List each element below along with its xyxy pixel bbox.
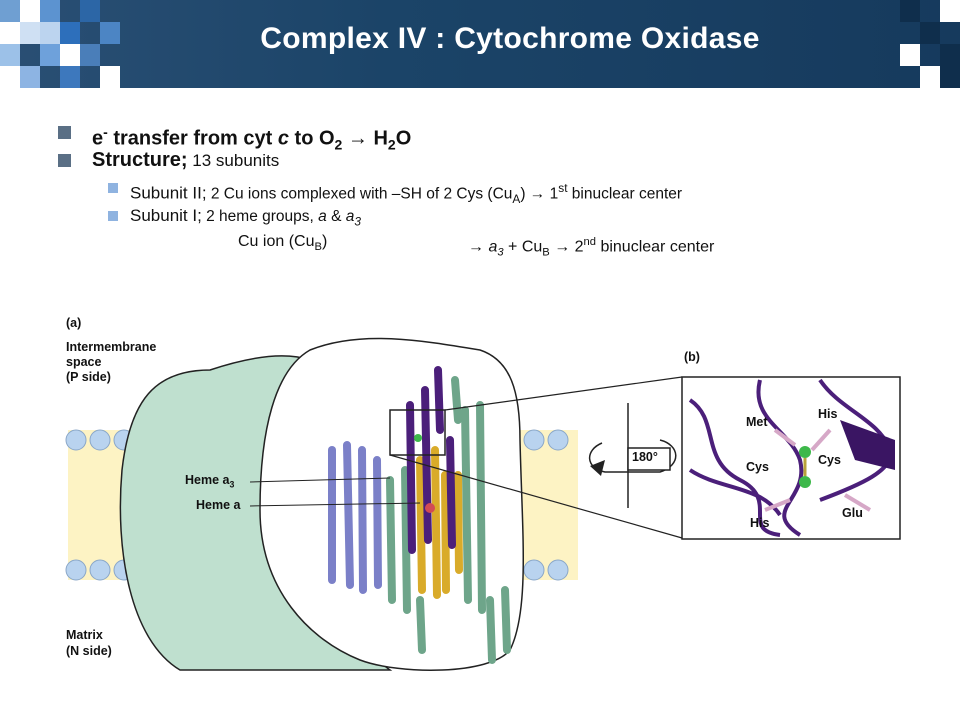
checker-decoration-right xyxy=(900,0,960,88)
lipid-head xyxy=(65,559,87,581)
cys-label-left: Cys xyxy=(746,460,769,474)
ims-label-1: Intermembrane xyxy=(66,340,157,354)
bullet-list: e- transfer from cyt c to O2 → H2O Struc… xyxy=(58,118,938,259)
his-label-top: His xyxy=(818,407,838,421)
cu-center-small xyxy=(414,434,422,442)
matrix-label-2: (N side) xyxy=(66,644,112,658)
subunit-green-helices xyxy=(386,376,511,664)
lipid-head xyxy=(523,429,545,451)
lipid-head xyxy=(547,559,569,581)
ims-label-3: (P side) xyxy=(66,370,111,384)
arrow-icon: → xyxy=(525,185,550,203)
arrow-icon: → xyxy=(342,127,374,150)
subbullet-subunit-ii: Subunit II; 2 Cu ions complexed with –SH… xyxy=(58,174,938,206)
lipid-head xyxy=(89,429,111,451)
subunit-lavender-helices xyxy=(328,441,382,594)
cys-label-right: Cys xyxy=(818,453,841,467)
his-label-bottom: His xyxy=(750,516,770,530)
figure-illustration xyxy=(65,337,901,671)
subbullet-subunit-i: Subunit I; 2 heme groups, a & a3 xyxy=(58,202,938,230)
lipid-head xyxy=(89,559,111,581)
heme-a-label: Heme a xyxy=(196,498,241,512)
subbullet-cu-ion: Cu ion (CuB) → a3 + CuB → 2nd binuclear … xyxy=(238,233,715,259)
glu-label: Glu xyxy=(842,506,863,520)
title-bar: Complex IV : Cytochrome Oxidase xyxy=(0,0,960,88)
lipid-head xyxy=(523,559,545,581)
rotation-label: 180° xyxy=(632,450,658,464)
cu-ion-bottom xyxy=(799,476,811,488)
panel-b-detail xyxy=(681,376,901,540)
panel-b-label: (b) xyxy=(684,350,700,364)
heme-a3-label: Heme a3 xyxy=(185,473,235,490)
met-label: Met xyxy=(746,415,768,429)
lipid-head xyxy=(65,429,87,451)
slide-title: Complex IV : Cytochrome Oxidase xyxy=(260,22,760,55)
lipid-head xyxy=(547,429,569,451)
cu-ion-top xyxy=(799,446,811,458)
rotation-icon xyxy=(588,403,677,508)
zoom-box xyxy=(389,409,446,456)
matrix-label-1: Matrix xyxy=(66,628,103,642)
panel-a-label: (a) xyxy=(66,316,82,330)
cytochrome-oxidase-figure: (a) Intermembrane space (P side) Heme a3… xyxy=(60,310,920,680)
bullet-structure: Structure; 13 subunits xyxy=(58,146,938,174)
arrow-icon: → xyxy=(468,238,489,256)
heme-marker xyxy=(425,503,435,513)
checker-decoration-left xyxy=(0,0,120,88)
ims-label-2: space xyxy=(66,355,102,369)
bullet-electron-transfer: e- transfer from cyt c to O2 → H2O xyxy=(58,118,938,153)
subunit-gold-helices xyxy=(416,446,463,599)
